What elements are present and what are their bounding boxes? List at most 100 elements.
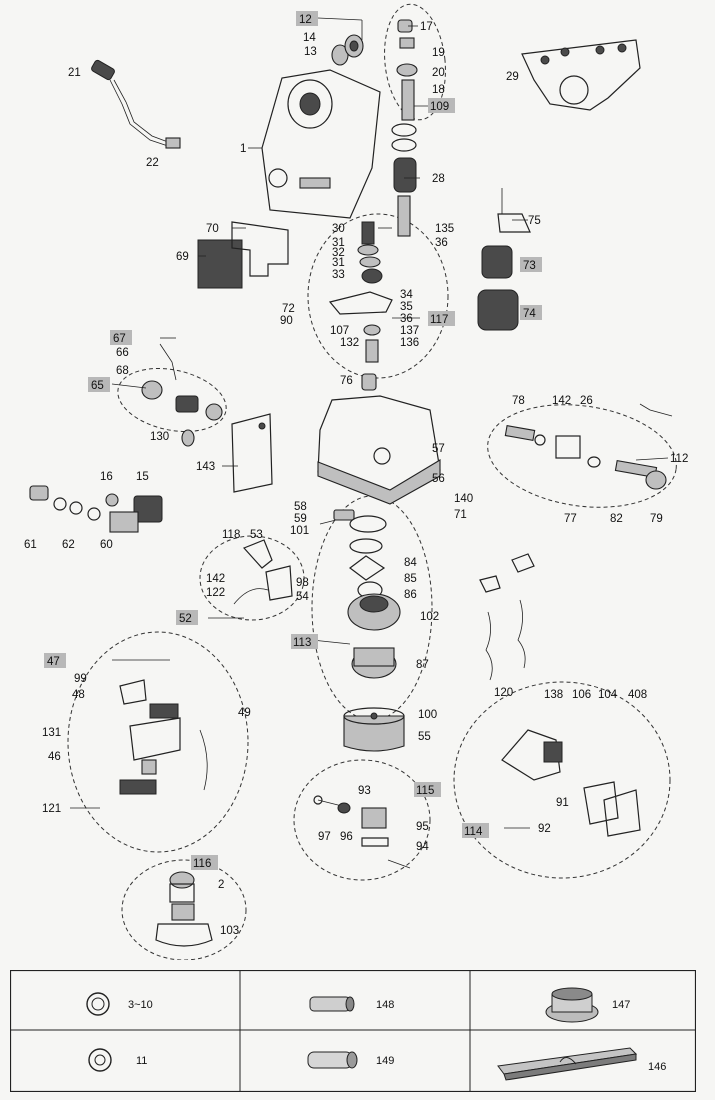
callout-36a: 36 bbox=[435, 237, 448, 249]
legend-label-149: 149 bbox=[376, 1055, 394, 1067]
callout-78: 78 bbox=[512, 395, 525, 407]
group-outline-47 bbox=[67, 631, 249, 853]
callout-77: 77 bbox=[564, 513, 577, 525]
callout-98: 98 bbox=[296, 577, 309, 589]
highlight-117 bbox=[428, 311, 455, 326]
callout-84: 84 bbox=[404, 557, 417, 569]
callout-93: 93 bbox=[358, 785, 371, 797]
group-outline-114 bbox=[453, 681, 671, 879]
callout-100: 100 bbox=[418, 709, 437, 721]
callout-52: 52 bbox=[179, 613, 192, 625]
group-outline-65 bbox=[117, 368, 227, 432]
group-outline-115 bbox=[293, 759, 431, 881]
callout-46: 46 bbox=[48, 751, 61, 763]
callout-408: 408 bbox=[628, 689, 647, 701]
callout-62: 62 bbox=[62, 539, 75, 551]
group-outline-109 bbox=[384, 3, 446, 121]
callout-106: 106 bbox=[572, 689, 591, 701]
adapter-part bbox=[155, 871, 213, 947]
switch-mount-part bbox=[119, 679, 208, 795]
callout-112: 112 bbox=[670, 453, 688, 465]
callout-28: 28 bbox=[432, 173, 445, 185]
callout-17: 17 bbox=[420, 21, 433, 33]
callout-35: 35 bbox=[400, 301, 413, 313]
callout-72: 72 bbox=[282, 303, 295, 315]
callout-73: 73 bbox=[523, 260, 536, 272]
callout-143: 143 bbox=[196, 461, 215, 473]
highlight-52 bbox=[176, 610, 198, 625]
highlight-67 bbox=[110, 330, 132, 345]
bearing-pair-part bbox=[331, 34, 364, 66]
clamp-block-part bbox=[313, 795, 389, 847]
legend-label-3-10: 3~10 bbox=[128, 999, 153, 1011]
pulley-stack-part bbox=[347, 515, 401, 679]
callout-31b: 31 bbox=[332, 257, 345, 269]
callout-76: 76 bbox=[340, 375, 353, 387]
group-outline-112 bbox=[487, 404, 677, 508]
callout-115: 115 bbox=[416, 785, 434, 797]
callout-13: 13 bbox=[304, 46, 317, 58]
highlight-114 bbox=[462, 823, 489, 838]
callout-labels: 12 14 13 17 19 20 18 109 21 22 29 1 28 7… bbox=[24, 14, 688, 937]
callout-74: 74 bbox=[523, 308, 536, 320]
highlight-65 bbox=[88, 377, 110, 392]
callout-107: 107 bbox=[330, 325, 349, 337]
callout-1: 1 bbox=[240, 143, 246, 155]
callout-90: 90 bbox=[280, 315, 293, 327]
bracket-assembly-part bbox=[233, 539, 293, 605]
callout-66: 66 bbox=[116, 347, 129, 359]
callout-70: 70 bbox=[206, 223, 219, 235]
sensor-bracket-part bbox=[501, 729, 641, 837]
legend-cell-11: 11 bbox=[88, 1048, 147, 1072]
callout-36b: 36 bbox=[400, 313, 413, 325]
legend-label-11: 11 bbox=[136, 1055, 147, 1067]
legend-label-146: 146 bbox=[648, 1061, 666, 1073]
switch-body-part bbox=[29, 485, 163, 533]
callout-14: 14 bbox=[303, 32, 316, 44]
callout-56: 56 bbox=[432, 473, 445, 485]
callout-22: 22 bbox=[146, 157, 159, 169]
callout-86: 86 bbox=[404, 589, 417, 601]
callout-114: 114 bbox=[464, 826, 483, 838]
legend-cell-148: 148 bbox=[309, 996, 394, 1012]
callout-53: 53 bbox=[250, 529, 263, 541]
callout-65: 65 bbox=[91, 380, 104, 392]
callout-99: 99 bbox=[74, 673, 87, 685]
callout-97: 97 bbox=[318, 831, 331, 843]
switch-assembly-part bbox=[141, 343, 223, 447]
callout-101: 101 bbox=[290, 525, 309, 537]
callout-116: 116 bbox=[193, 858, 211, 870]
callout-142b: 142 bbox=[206, 573, 225, 585]
callout-15: 15 bbox=[136, 471, 149, 483]
callout-57: 57 bbox=[432, 443, 445, 455]
callout-92: 92 bbox=[538, 823, 551, 835]
callout-96: 96 bbox=[340, 831, 353, 843]
legend-label-147: 147 bbox=[612, 999, 630, 1011]
callout-34: 34 bbox=[400, 289, 413, 301]
callout-136: 136 bbox=[400, 337, 419, 349]
screw-set-part bbox=[319, 509, 355, 525]
parts bbox=[29, 19, 673, 947]
group-outline-52 bbox=[199, 535, 305, 621]
callout-2: 2 bbox=[218, 879, 224, 891]
highlight-109 bbox=[428, 98, 455, 113]
callout-19: 19 bbox=[432, 47, 445, 59]
legend-cell-146: 146 bbox=[497, 1047, 666, 1081]
hose-clip-part bbox=[479, 553, 535, 681]
callout-104: 104 bbox=[598, 689, 618, 701]
callout-68: 68 bbox=[116, 365, 129, 377]
group-outline-116 bbox=[121, 859, 247, 960]
group-outline-117 bbox=[307, 213, 449, 379]
switch-plate-part bbox=[197, 221, 289, 289]
highlight-113 bbox=[291, 634, 318, 649]
head-housing-part bbox=[261, 69, 381, 219]
callout-highlights bbox=[44, 11, 542, 870]
callout-21: 21 bbox=[68, 67, 81, 79]
legend-label-148: 148 bbox=[376, 999, 394, 1011]
callout-140: 140 bbox=[454, 493, 473, 505]
callout-58: 58 bbox=[294, 501, 307, 513]
callout-122: 122 bbox=[206, 587, 225, 599]
highlight-74 bbox=[520, 305, 542, 320]
callout-26: 26 bbox=[580, 395, 593, 407]
cover-plate-part bbox=[231, 413, 273, 493]
